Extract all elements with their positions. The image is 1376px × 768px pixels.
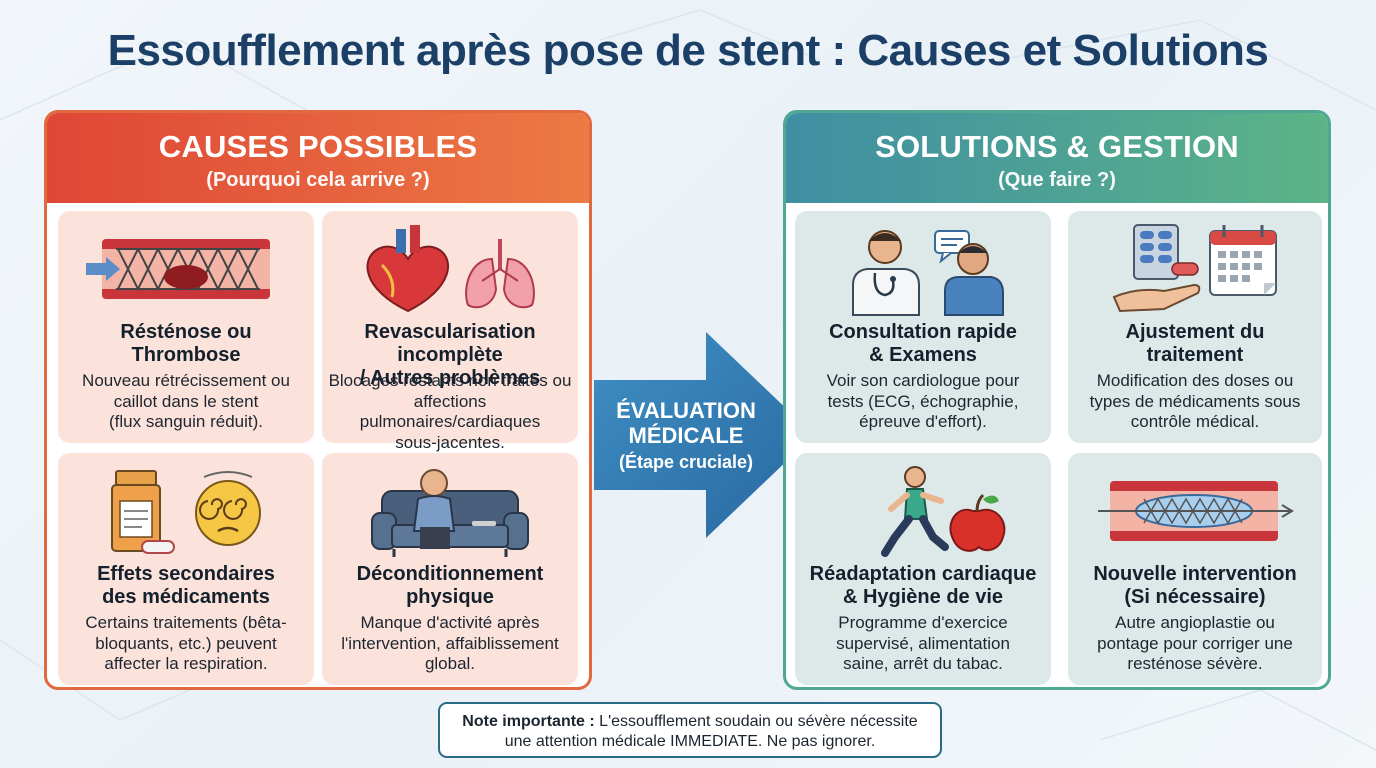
stent-artery-clot-icon xyxy=(86,239,270,299)
solution-card-description: Modification des doses ou types de médic… xyxy=(1089,371,1301,431)
evaluation-line3: (Étape cruciale) xyxy=(618,452,754,472)
medication-dizzy-icon xyxy=(111,470,261,554)
solution-card-title: Réadaptation cardiaque & Hygiène de vie xyxy=(809,563,1037,608)
cause-card-description: Manque d'activité après l'intervention, … xyxy=(341,613,559,673)
note-label: Note importante : xyxy=(462,713,595,730)
solution-card-treatment: Ajustement du traitement Modification de… xyxy=(1068,211,1322,443)
pills-calendar-icon xyxy=(1112,224,1277,313)
cause-card-title: Déconditionnement physique xyxy=(356,563,544,608)
solutions-title: SOLUTIONS & GESTION xyxy=(875,129,1239,164)
cause-card-restenosis: Résténose ou Thrombose Nouveau rétréciss… xyxy=(58,211,314,443)
solution-card-description: Autre angioplastie ou pontage pour corri… xyxy=(1097,613,1293,673)
runner-apple-icon xyxy=(881,466,1006,557)
cause-card-revascularization: Revascularisation incomplète / Autres pr… xyxy=(322,211,578,452)
causes-header: CAUSES POSSIBLES (Pourquoi cela arrive ?… xyxy=(47,113,589,203)
solution-card-title: Ajustement du traitement xyxy=(1125,321,1265,366)
cause-card-title: Effets secondaires des médicaments xyxy=(97,563,275,608)
causes-title: CAUSES POSSIBLES xyxy=(158,129,478,164)
heart-lungs-icon xyxy=(366,225,535,313)
balloon-angioplasty-icon xyxy=(1098,481,1294,541)
solutions-panel: SOLUTIONS & GESTION (Que faire ?) Consul… xyxy=(783,110,1331,690)
cause-card-description: Blocages restants non traités ou affecti… xyxy=(328,371,572,452)
cause-card-title: Revascularisation incomplète / Autres pr… xyxy=(359,321,541,389)
solution-card-description: Programme d'exercice supervisé, alimenta… xyxy=(836,613,1010,673)
important-note: Note importante : L'essoufflement soudai… xyxy=(438,702,942,758)
cause-card-side-effects: Effets secondaires des médicaments Certa… xyxy=(58,453,314,685)
cause-card-description: Nouveau rétrécissement ou caillot dans l… xyxy=(82,371,290,431)
evaluation-line2: MÉDICALE xyxy=(628,423,744,448)
solution-card-consultation: Consultation rapide & Examens Voir son c… xyxy=(795,211,1051,443)
evaluation-label: ÉVALUATION MÉDICALE (Étape cruciale) xyxy=(598,398,774,474)
evaluation-line1: ÉVALUATION xyxy=(616,398,756,423)
evaluation-arrow xyxy=(594,332,814,538)
solution-card-title: Consultation rapide & Examens xyxy=(829,321,1017,366)
doctor-consultation-icon xyxy=(852,230,1004,316)
page-title: Essoufflement après pose de stent : Caus… xyxy=(107,26,1269,75)
cause-card-title: Résténose ou Thrombose xyxy=(120,321,252,366)
note-text-1: L'essoufflement soudain ou sévère nécess… xyxy=(594,713,918,730)
solutions-subtitle: (Que faire ?) xyxy=(998,169,1116,191)
note-text-2: une attention médicale IMMEDIATE. Ne pas… xyxy=(504,733,876,750)
solution-card-intervention: Nouvelle intervention (Si nécessaire) Au… xyxy=(1068,453,1322,685)
solution-card-rehabilitation: Réadaptation cardiaque & Hygiène de vie … xyxy=(795,453,1051,685)
solution-card-title: Nouvelle intervention (Si nécessaire) xyxy=(1093,563,1297,608)
tired-person-sofa-icon xyxy=(371,469,529,557)
cause-card-deconditioning: Déconditionnement physique Manque d'acti… xyxy=(322,453,578,685)
solution-card-description: Voir son cardiologue pour tests (ECG, éc… xyxy=(826,371,1020,431)
causes-panel: CAUSES POSSIBLES (Pourquoi cela arrive ?… xyxy=(44,110,592,690)
causes-subtitle: (Pourquoi cela arrive ?) xyxy=(206,169,430,191)
cause-card-description: Certains traitements (bêta- bloquants, e… xyxy=(85,613,287,673)
solutions-header: SOLUTIONS & GESTION (Que faire ?) xyxy=(786,113,1328,203)
